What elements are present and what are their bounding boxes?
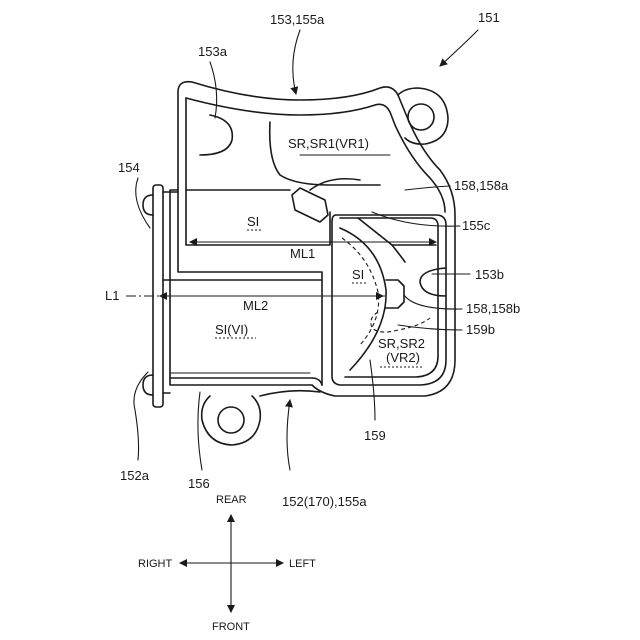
label-si-top: SI — [247, 214, 259, 229]
label-158-158b: 158,158b — [466, 301, 520, 316]
label-156: 156 — [188, 476, 210, 491]
label-si-vi: SI(VI) — [215, 322, 248, 337]
label-159: 159 — [364, 428, 386, 443]
label-l1: L1 — [105, 288, 119, 303]
label-si-mid: SI — [352, 267, 364, 282]
label-152: 152(170),155a — [282, 494, 367, 509]
compass-rear: REAR — [216, 494, 247, 506]
compass-right: RIGHT — [138, 558, 173, 570]
label-ml2: ML2 — [243, 298, 268, 313]
label-152a: 152a — [120, 468, 150, 483]
label-151: 151 — [478, 10, 500, 25]
label-vr2: (VR2) — [386, 350, 420, 365]
label-159b: 159b — [466, 322, 495, 337]
upper-chamber-details — [186, 115, 390, 222]
compass-front: FRONT — [212, 621, 250, 633]
label-sr-sr2: SR,SR2 — [378, 336, 425, 351]
dimension-lines — [126, 242, 436, 296]
compass-left: LEFT — [289, 558, 316, 570]
label-153a: 153a — [198, 44, 228, 59]
reference-labels: 151 153,155a 153a 154 SR,SR1(VR1) 158,15… — [105, 10, 520, 509]
label-154: 154 — [118, 160, 140, 175]
label-153-155a: 153,155a — [270, 12, 325, 27]
label-153b: 153b — [475, 267, 504, 282]
label-158-158a: 158,158a — [454, 178, 509, 193]
label-ml1: ML1 — [290, 246, 315, 261]
direction-compass: REAR FRONT RIGHT LEFT — [138, 494, 316, 633]
label-sr-sr1: SR,SR1(VR1) — [288, 136, 369, 151]
label-155c: 155c — [462, 218, 491, 233]
